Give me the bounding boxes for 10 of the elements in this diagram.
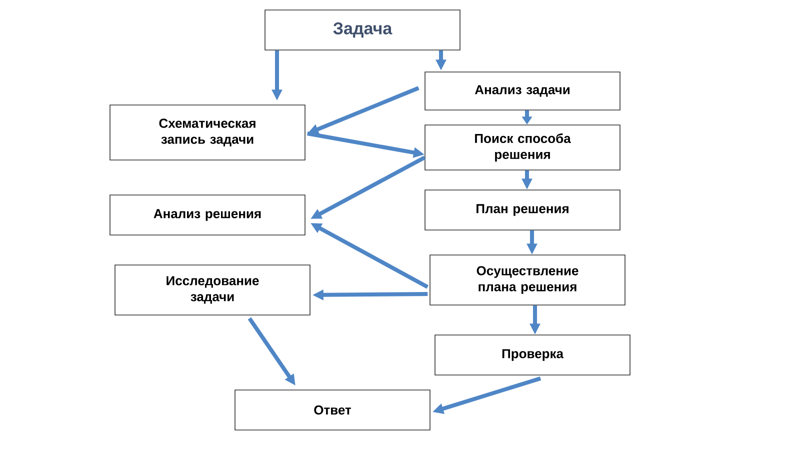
- process-box: Ответ: [234, 390, 430, 430]
- process-box: Анализ задачи: [424, 72, 620, 110]
- process-box: Исследование задачи: [114, 264, 310, 316]
- process-box: Проверка: [434, 334, 630, 376]
- process-box: Схематическая запись задачи: [110, 104, 306, 160]
- process-box: Анализ решения: [110, 194, 306, 236]
- process-box: Поиск способа решения: [424, 124, 620, 170]
- process-box: Осуществление плана решения: [430, 254, 626, 306]
- process-box: План решения: [424, 190, 620, 230]
- title-box: Задача: [264, 10, 460, 50]
